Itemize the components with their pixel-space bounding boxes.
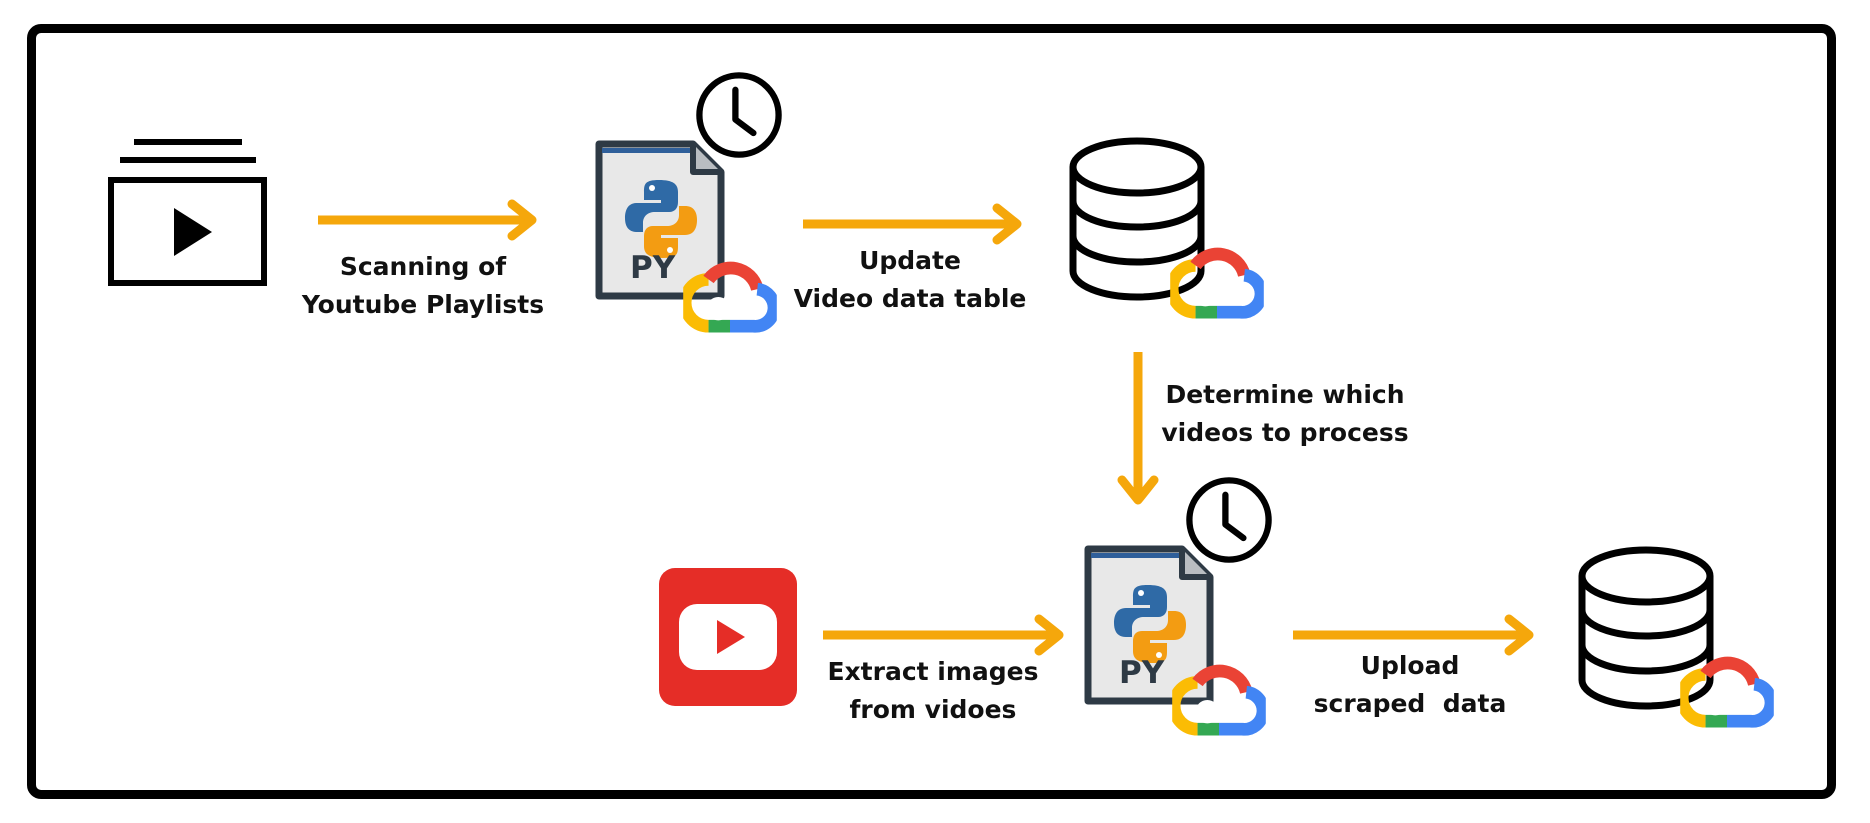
step-upload-label: Upload scraped data bbox=[1280, 647, 1540, 723]
step-extract-line1: Extract images bbox=[827, 657, 1039, 686]
arrow-upload bbox=[1293, 614, 1534, 656]
arrow-scan bbox=[318, 199, 537, 241]
step-update-line2: Video data table bbox=[793, 284, 1027, 313]
step-extract-line2: from vidoes bbox=[849, 695, 1017, 724]
google-cloud-icon bbox=[1172, 659, 1266, 737]
step-upload-line1: Upload bbox=[1360, 651, 1460, 680]
diagram-frame bbox=[27, 24, 1836, 799]
step-determine-line2: videos to process bbox=[1161, 418, 1409, 447]
step-update-label: Update Video data table bbox=[770, 242, 1050, 318]
step-update-line1: Update bbox=[859, 246, 961, 275]
clock-icon bbox=[694, 70, 784, 160]
google-cloud-icon bbox=[683, 256, 777, 334]
step-determine-label: Determine which videos to process bbox=[1150, 376, 1420, 452]
clock-icon bbox=[1184, 475, 1274, 565]
step-scan-label: Scanning of Youtube Playlists bbox=[283, 248, 563, 324]
arrow-determine bbox=[1117, 352, 1159, 505]
google-cloud-icon bbox=[1170, 242, 1264, 320]
youtube-icon bbox=[659, 568, 797, 706]
arrow-extract bbox=[823, 614, 1064, 656]
python-file-label: PY bbox=[630, 250, 676, 286]
step-scan-line2: Youtube Playlists bbox=[301, 290, 545, 319]
step-upload-line2: scraped data bbox=[1313, 689, 1507, 718]
step-determine-line1: Determine which bbox=[1165, 380, 1405, 409]
arrow-update bbox=[803, 203, 1022, 245]
playlist-icon bbox=[108, 139, 267, 286]
python-file-label: PY bbox=[1119, 655, 1165, 691]
step-extract-label: Extract images from vidoes bbox=[798, 653, 1068, 729]
google-cloud-icon bbox=[1680, 651, 1774, 729]
step-scan-line1: Scanning of bbox=[339, 252, 507, 281]
